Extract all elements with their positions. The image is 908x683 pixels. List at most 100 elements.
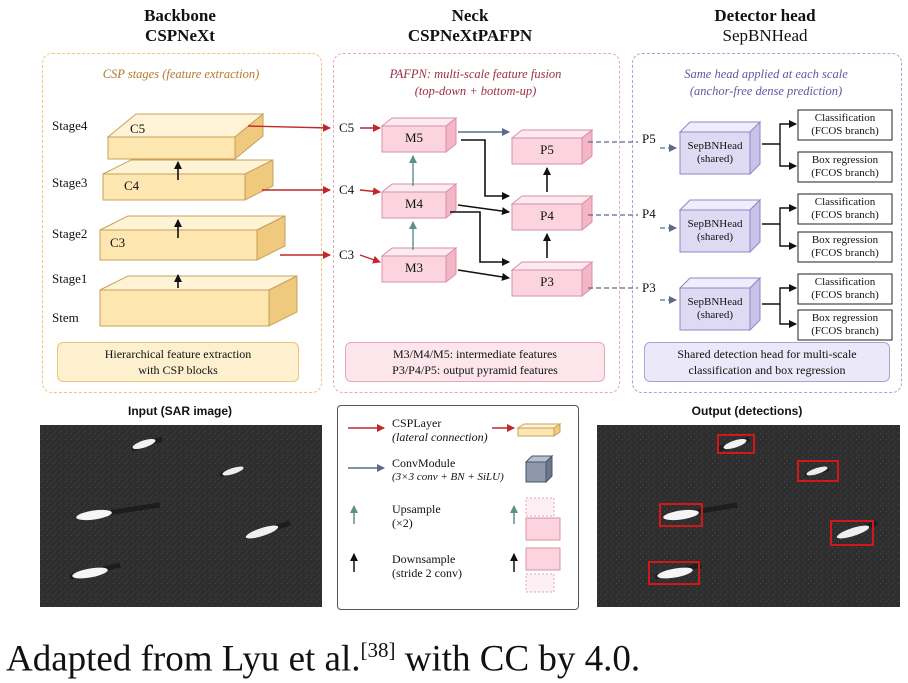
- detected-ship-4: [836, 520, 878, 540]
- sepbn-head-p3: [678, 276, 762, 332]
- stage-slab-c5: [106, 112, 265, 161]
- input-caption: Input (SAR image): [128, 404, 232, 418]
- c3-slab-label: C3: [110, 235, 126, 250]
- detection-box: [717, 434, 755, 454]
- fusion-arrow-m4-p4: [457, 204, 510, 216]
- c5-slab-label: C5: [130, 121, 146, 136]
- neck-panel-title-line2: (top-down + bottom-up): [414, 84, 537, 98]
- m5-box: [380, 116, 458, 154]
- stage4-label: Stage4: [52, 118, 88, 133]
- stage1-label: Stage1: [52, 271, 88, 286]
- output-caption: Output (detections): [691, 404, 803, 418]
- c4-slab-label: C4: [124, 178, 140, 193]
- backbone-panel: [42, 53, 322, 393]
- detected-ship-5: [654, 562, 702, 580]
- neck-c3-label: C3: [339, 247, 355, 262]
- credit-line: Adapted from Lyu et al.[38] with CC by 4…: [6, 638, 641, 680]
- classification-branch-p3: Classification(FCOS branch): [811, 276, 879, 301]
- detected-ship-1: [718, 436, 750, 452]
- stage-slab-c3: [99, 215, 286, 261]
- backbone-heading: Backbone CSPNeXt: [100, 6, 260, 46]
- sepbn-head-p5: [678, 120, 762, 176]
- head-heading: Detector head SepBNHead: [680, 6, 850, 46]
- neck-title: Neck: [451, 6, 489, 25]
- backbone-subtitle: CSPNeXt: [145, 26, 215, 45]
- legend-downsample-icon: [525, 547, 561, 593]
- stage3-label: Stage3: [52, 175, 88, 190]
- neck-arrow-c4-m4: [359, 187, 381, 196]
- head-panel-title-line1: Same head applied at each scale: [684, 67, 848, 81]
- architecture-diagram: [99, 109, 893, 341]
- head-subtitle: SepBNHead: [722, 26, 808, 45]
- backbone-panel-title: CSP stages (feature extraction): [102, 67, 260, 81]
- detection-box: [797, 460, 839, 482]
- detection-box: [659, 503, 703, 527]
- regression-branch-p3: Box regression(FCOS branch): [811, 312, 879, 337]
- head-panel: [632, 53, 902, 393]
- stage2-label: Stage2: [52, 226, 88, 241]
- classification-branch-p4: Classification(FCOS branch): [811, 196, 879, 221]
- ship-1: [131, 436, 163, 452]
- m3-box: [380, 246, 458, 284]
- neck-arrow-c3-m3: [359, 254, 381, 264]
- ship-2: [219, 466, 244, 477]
- ship-4: [245, 520, 291, 540]
- head-p4-label: P4: [642, 206, 656, 221]
- detection-box: [648, 561, 700, 585]
- m4-label: M4: [404, 196, 424, 211]
- legend-downsample-text: Downsample(stride 2 conv): [392, 552, 462, 580]
- neck-panel-title: PAFPN: multi-scale feature fusion (top-d…: [333, 66, 618, 100]
- ship-5: [69, 562, 121, 580]
- p4-box: [510, 194, 594, 232]
- legend-csplayer-icon: [516, 423, 562, 437]
- stem-label: Stem: [52, 310, 79, 325]
- head-p5-label: P5: [642, 131, 656, 146]
- p5-label: P5: [540, 142, 554, 157]
- head-panel-title: Same head applied at each scale (anchor-…: [632, 66, 900, 100]
- m3-label: M3: [404, 260, 424, 275]
- stage-slab-c4: [102, 159, 274, 201]
- head-panel-title-line2: (anchor-free dense prediction): [689, 84, 843, 98]
- m5-label: M5: [404, 130, 424, 145]
- head-branch-boxes: [797, 109, 893, 341]
- fusion-arrow-m4-p3: [450, 211, 510, 266]
- detected-ship-2: [804, 466, 830, 477]
- sepbn-head-p4-label: SepBNHead(shared): [687, 218, 743, 243]
- head-title: Detector head: [714, 6, 816, 25]
- p4-label: P4: [540, 208, 554, 223]
- output-sar-scene: [597, 425, 900, 607]
- sepbn-head-p5-label: SepBNHead(shared): [687, 140, 743, 165]
- m4-box: [380, 182, 458, 220]
- lateral-arrow-c5: [247, 123, 331, 132]
- p5-box: [510, 128, 594, 166]
- detection-boxes: [648, 434, 874, 585]
- sepbn-head-p3-label: SepBNHead(shared): [687, 296, 743, 321]
- regression-branch-p5: Box regression(FCOS branch): [811, 154, 879, 179]
- input-sar-scene: [40, 425, 322, 607]
- neck-c5-label: C5: [339, 120, 355, 135]
- legend-csplayer-text: CSPLayer(lateral connection): [392, 416, 488, 444]
- regression-branch-p4: Box regression(FCOS branch): [811, 234, 879, 259]
- head-p3-label: P3: [642, 280, 656, 295]
- neck-c4-label: C4: [339, 182, 355, 197]
- ship-3: [76, 502, 161, 521]
- output-sar-image: [597, 425, 900, 607]
- sepbn-head-p4: [678, 198, 762, 254]
- head-branch-connectors: [762, 120, 797, 328]
- neck-subtitle: CSPNeXtPAFPN: [407, 26, 533, 45]
- input-sar-image: [40, 425, 322, 607]
- legend-convmodule-text: ConvModule(3×3 conv + BN + SiLU): [392, 456, 504, 483]
- classification-branch-p5: Classification(FCOS branch): [811, 112, 879, 137]
- neck-heading: Neck CSPNeXtPAFPN: [385, 6, 555, 46]
- legend-convmodule-icon: [524, 454, 554, 484]
- backbone-title: Backbone: [144, 6, 216, 25]
- legend: CSPLayer(lateral connection) ConvModule(…: [337, 405, 579, 610]
- stage-slab-stem: [99, 275, 298, 327]
- credit-ref: [38]: [360, 638, 396, 662]
- p3-label: P3: [540, 274, 554, 289]
- legend-upsample-text: Upsample(×2): [392, 502, 441, 530]
